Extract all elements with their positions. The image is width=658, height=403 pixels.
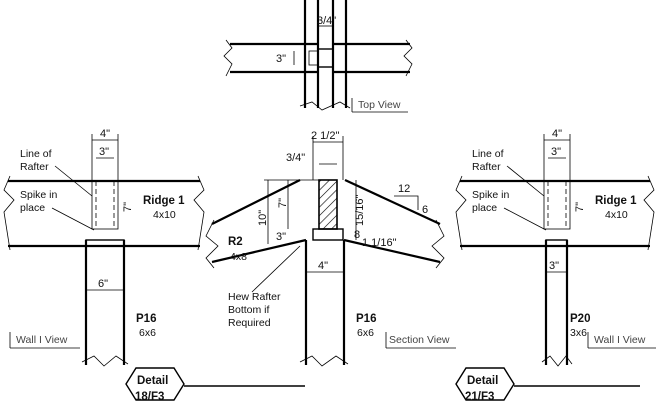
left-dim-7: 7" xyxy=(122,202,134,212)
center-dim-1-1-16: 1 1/16" xyxy=(362,237,397,249)
center-dim-3-4: 3/4" xyxy=(286,152,305,164)
left-dim-3: 3" xyxy=(99,146,109,158)
left-spike-2: place xyxy=(20,202,45,214)
right-dim-7: 7" xyxy=(574,202,586,212)
left-wall-view: 4" 3" 7" 6" Line of Rafter Spike in plac… xyxy=(3,128,305,403)
right-spike-2: place xyxy=(472,202,497,214)
right-wall-view: 4" 3" 7" 3" Line of Rafter Spike in plac… xyxy=(455,128,656,403)
right-dim-3-post: 3" xyxy=(549,260,559,272)
top-view-label: Top View xyxy=(358,99,401,111)
right-detail-number: 21/F3 xyxy=(465,391,494,403)
right-dim-3: 3" xyxy=(551,146,561,158)
left-dim-4: 4" xyxy=(100,128,110,140)
center-view-label: Section View xyxy=(389,334,450,346)
top-view: 3/4" 3" Top View xyxy=(223,0,413,113)
left-post-size: 6x6 xyxy=(139,327,156,339)
center-section-view: 2 1/2" 3/4" 10" 7" 3" 15/16" 8 1 1/16" 4… xyxy=(205,130,456,367)
right-dim-4: 4" xyxy=(552,128,562,140)
right-spike-1: Spike in xyxy=(472,189,510,201)
center-dim-4: 4" xyxy=(318,260,328,272)
right-line-of-rafter-1: Line of xyxy=(472,148,504,160)
left-dim-6: 6" xyxy=(98,278,108,290)
center-hew-1: Hew Rafter xyxy=(228,291,281,303)
center-post-size: 6x6 xyxy=(357,327,374,339)
center-rafter-name: R2 xyxy=(228,236,243,248)
left-line-of-rafter-1: Line of xyxy=(20,148,52,160)
right-view-label: Wall I View xyxy=(594,334,646,346)
right-line-of-rafter-2: Rafter xyxy=(472,161,501,173)
right-ridge-name: Ridge 1 xyxy=(595,195,637,207)
left-post-name: P16 xyxy=(136,313,156,325)
left-detail-word: Detail xyxy=(137,375,168,387)
right-detail-word: Detail xyxy=(467,375,498,387)
right-post-name: P20 xyxy=(570,313,590,325)
center-slope-run: 12 xyxy=(398,183,410,195)
center-dim-8: 8 xyxy=(354,229,360,241)
center-dim-10: 10" xyxy=(257,210,269,226)
left-view-label: Wall I View xyxy=(16,334,68,346)
left-ridge-size: 4x10 xyxy=(153,209,176,221)
right-post-size: 3x6 xyxy=(570,327,587,339)
center-dim-3: 3" xyxy=(276,231,286,243)
center-slope-rise: 6 xyxy=(422,204,428,216)
left-line-of-rafter-2: Rafter xyxy=(20,161,49,173)
center-post-name: P16 xyxy=(356,313,376,325)
center-hew-2: Bottom if xyxy=(228,304,270,316)
center-dim-15-16: 15/16" xyxy=(354,194,366,226)
center-hew-3: Required xyxy=(228,317,271,329)
top-view-dim-3: 3" xyxy=(276,53,286,65)
right-ridge-size: 4x10 xyxy=(605,209,628,221)
center-rafter-size: 4x8 xyxy=(230,251,247,263)
left-spike-1: Spike in xyxy=(20,189,58,201)
top-view-dim-3-4: 3/4" xyxy=(317,15,336,27)
left-ridge-name: Ridge 1 xyxy=(143,195,185,207)
center-dim-7: 7" xyxy=(277,198,289,208)
center-dim-2-1-2: 2 1/2" xyxy=(311,130,339,142)
left-detail-number: 18/F3 xyxy=(135,391,164,403)
